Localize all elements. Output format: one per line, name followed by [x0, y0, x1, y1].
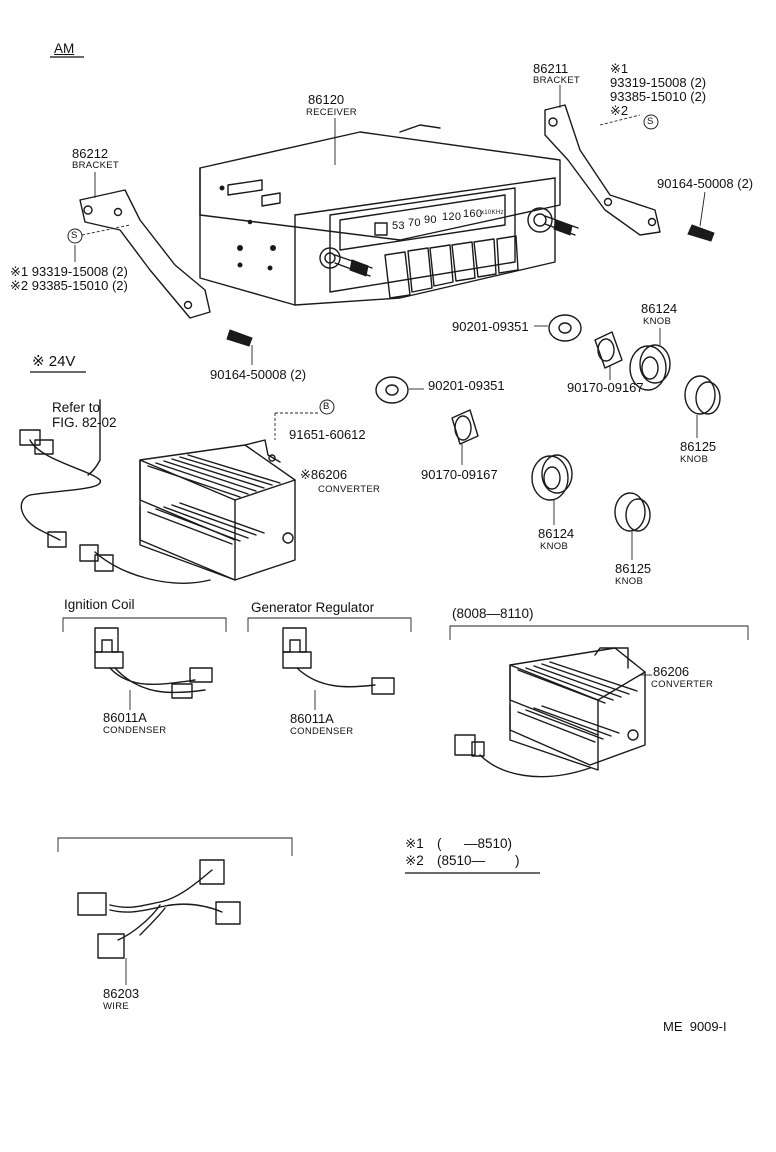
converter-24v-name: CONVERTER	[318, 484, 381, 495]
bracket-86212-illustration	[74, 172, 253, 365]
bracket-86211-number: 86211	[533, 61, 569, 76]
condenser-gen-name: CONDENSER	[290, 726, 354, 737]
dial-unit: x10KHz	[481, 210, 504, 216]
knob-c-name: KNOB	[540, 541, 569, 552]
bracket-86212-bolt1: ※1 93319-15008 (2)	[10, 264, 128, 279]
converter-late-illustration	[449, 625, 749, 778]
s-symbol-left	[67, 228, 83, 244]
bracket-86212-number: 86212	[72, 146, 109, 161]
legend-1-range: ( —8510)	[437, 836, 513, 851]
receiver-name: RECEIVER	[306, 107, 357, 118]
refer-to-line1: Refer to	[52, 400, 101, 415]
condenser-gen-illustration	[247, 617, 412, 710]
converter-late-number: 86206	[653, 664, 690, 679]
bracket-86211-name: BRACKET	[533, 75, 580, 86]
wire-number: 86203	[103, 986, 140, 1001]
dial-120: 120	[442, 211, 462, 223]
bracket-86212-name: BRACKET	[72, 160, 119, 171]
washer-a-number: 90201-09351	[452, 319, 529, 334]
screw-left-number: 90164-50008 (2)	[210, 367, 307, 382]
converter-24v-number: ※86206	[300, 467, 348, 482]
wire-86203-illustration	[57, 837, 293, 985]
knob-d-name: KNOB	[615, 576, 644, 587]
legend-1-mark: ※1	[405, 836, 424, 851]
nut-90170-a	[594, 331, 623, 380]
screw-right-number: 90164-50008 (2)	[657, 176, 754, 191]
washer-b-number: 90201-09351	[428, 378, 505, 393]
wire-name: WIRE	[103, 1001, 130, 1012]
converter-24v-illustration	[19, 399, 320, 584]
nut-a-number: 90170-09167	[567, 380, 644, 395]
b-symbol-label: B	[323, 401, 330, 412]
dial-53: 53	[392, 220, 405, 232]
b-symbol	[319, 399, 335, 415]
s-symbol-left-label: S	[71, 230, 78, 241]
nut-b-number: 90170-09167	[421, 467, 498, 482]
washer-90201-b	[375, 376, 424, 404]
late-converter-heading: (8008—8110)	[452, 606, 534, 621]
knob-a-number: 86124	[641, 301, 678, 316]
receiver-illustration	[199, 118, 579, 306]
knob-d-number: 86125	[615, 561, 652, 576]
condenser-ign-number: 86011A	[103, 710, 147, 725]
knob-b-number: 86125	[680, 439, 717, 454]
dial-70: 70	[408, 217, 421, 229]
generator-regulator-heading: Generator Regulator	[251, 600, 375, 615]
converter-24v-screw: 91651-60612	[289, 427, 366, 442]
bracket-86211-illustration	[544, 85, 715, 242]
washer-90201-a	[534, 314, 582, 342]
condenser-ign-illustration	[62, 617, 227, 710]
bracket-86211-mark1: ※1	[610, 61, 629, 76]
refer-to-line2: FIG. 82-02	[52, 415, 117, 430]
dial-160: 160	[463, 208, 483, 220]
knob-86124-b	[531, 454, 573, 525]
nut-90170-b	[451, 409, 479, 465]
receiver-number: 86120	[308, 92, 345, 107]
s-symbol-right	[643, 114, 659, 130]
condenser-gen-number: 86011A	[290, 711, 334, 726]
converter-late-name: CONVERTER	[651, 679, 714, 690]
am-heading: AM	[54, 41, 75, 56]
knob-b-name: KNOB	[680, 454, 709, 465]
knob-c-number: 86124	[538, 526, 575, 541]
bracket-86212-bolt2: ※2 93385-15010 (2)	[10, 278, 128, 293]
bracket-86211-bolt2: 93385-15010 (2)	[610, 89, 707, 104]
footer-code: ME 9009-I	[663, 1019, 727, 1034]
condenser-ign-name: CONDENSER	[103, 725, 167, 736]
knob-a-name: KNOB	[643, 316, 672, 327]
bracket-86211-mark2: ※2	[610, 103, 629, 118]
s-symbol-right-label: S	[647, 116, 654, 127]
legend-2-range: (8510— )	[437, 853, 520, 868]
knob-86124-a	[629, 328, 671, 391]
knob-86125-a	[684, 375, 721, 438]
legend-2-mark: ※2	[405, 853, 424, 868]
bracket-86211-bolt1: 93319-15008 (2)	[610, 75, 707, 90]
knob-86125-b	[614, 492, 651, 560]
dial-90: 90	[424, 214, 437, 226]
ignition-coil-heading: Ignition Coil	[64, 597, 135, 612]
section-24v: ※ 24V	[32, 353, 76, 370]
